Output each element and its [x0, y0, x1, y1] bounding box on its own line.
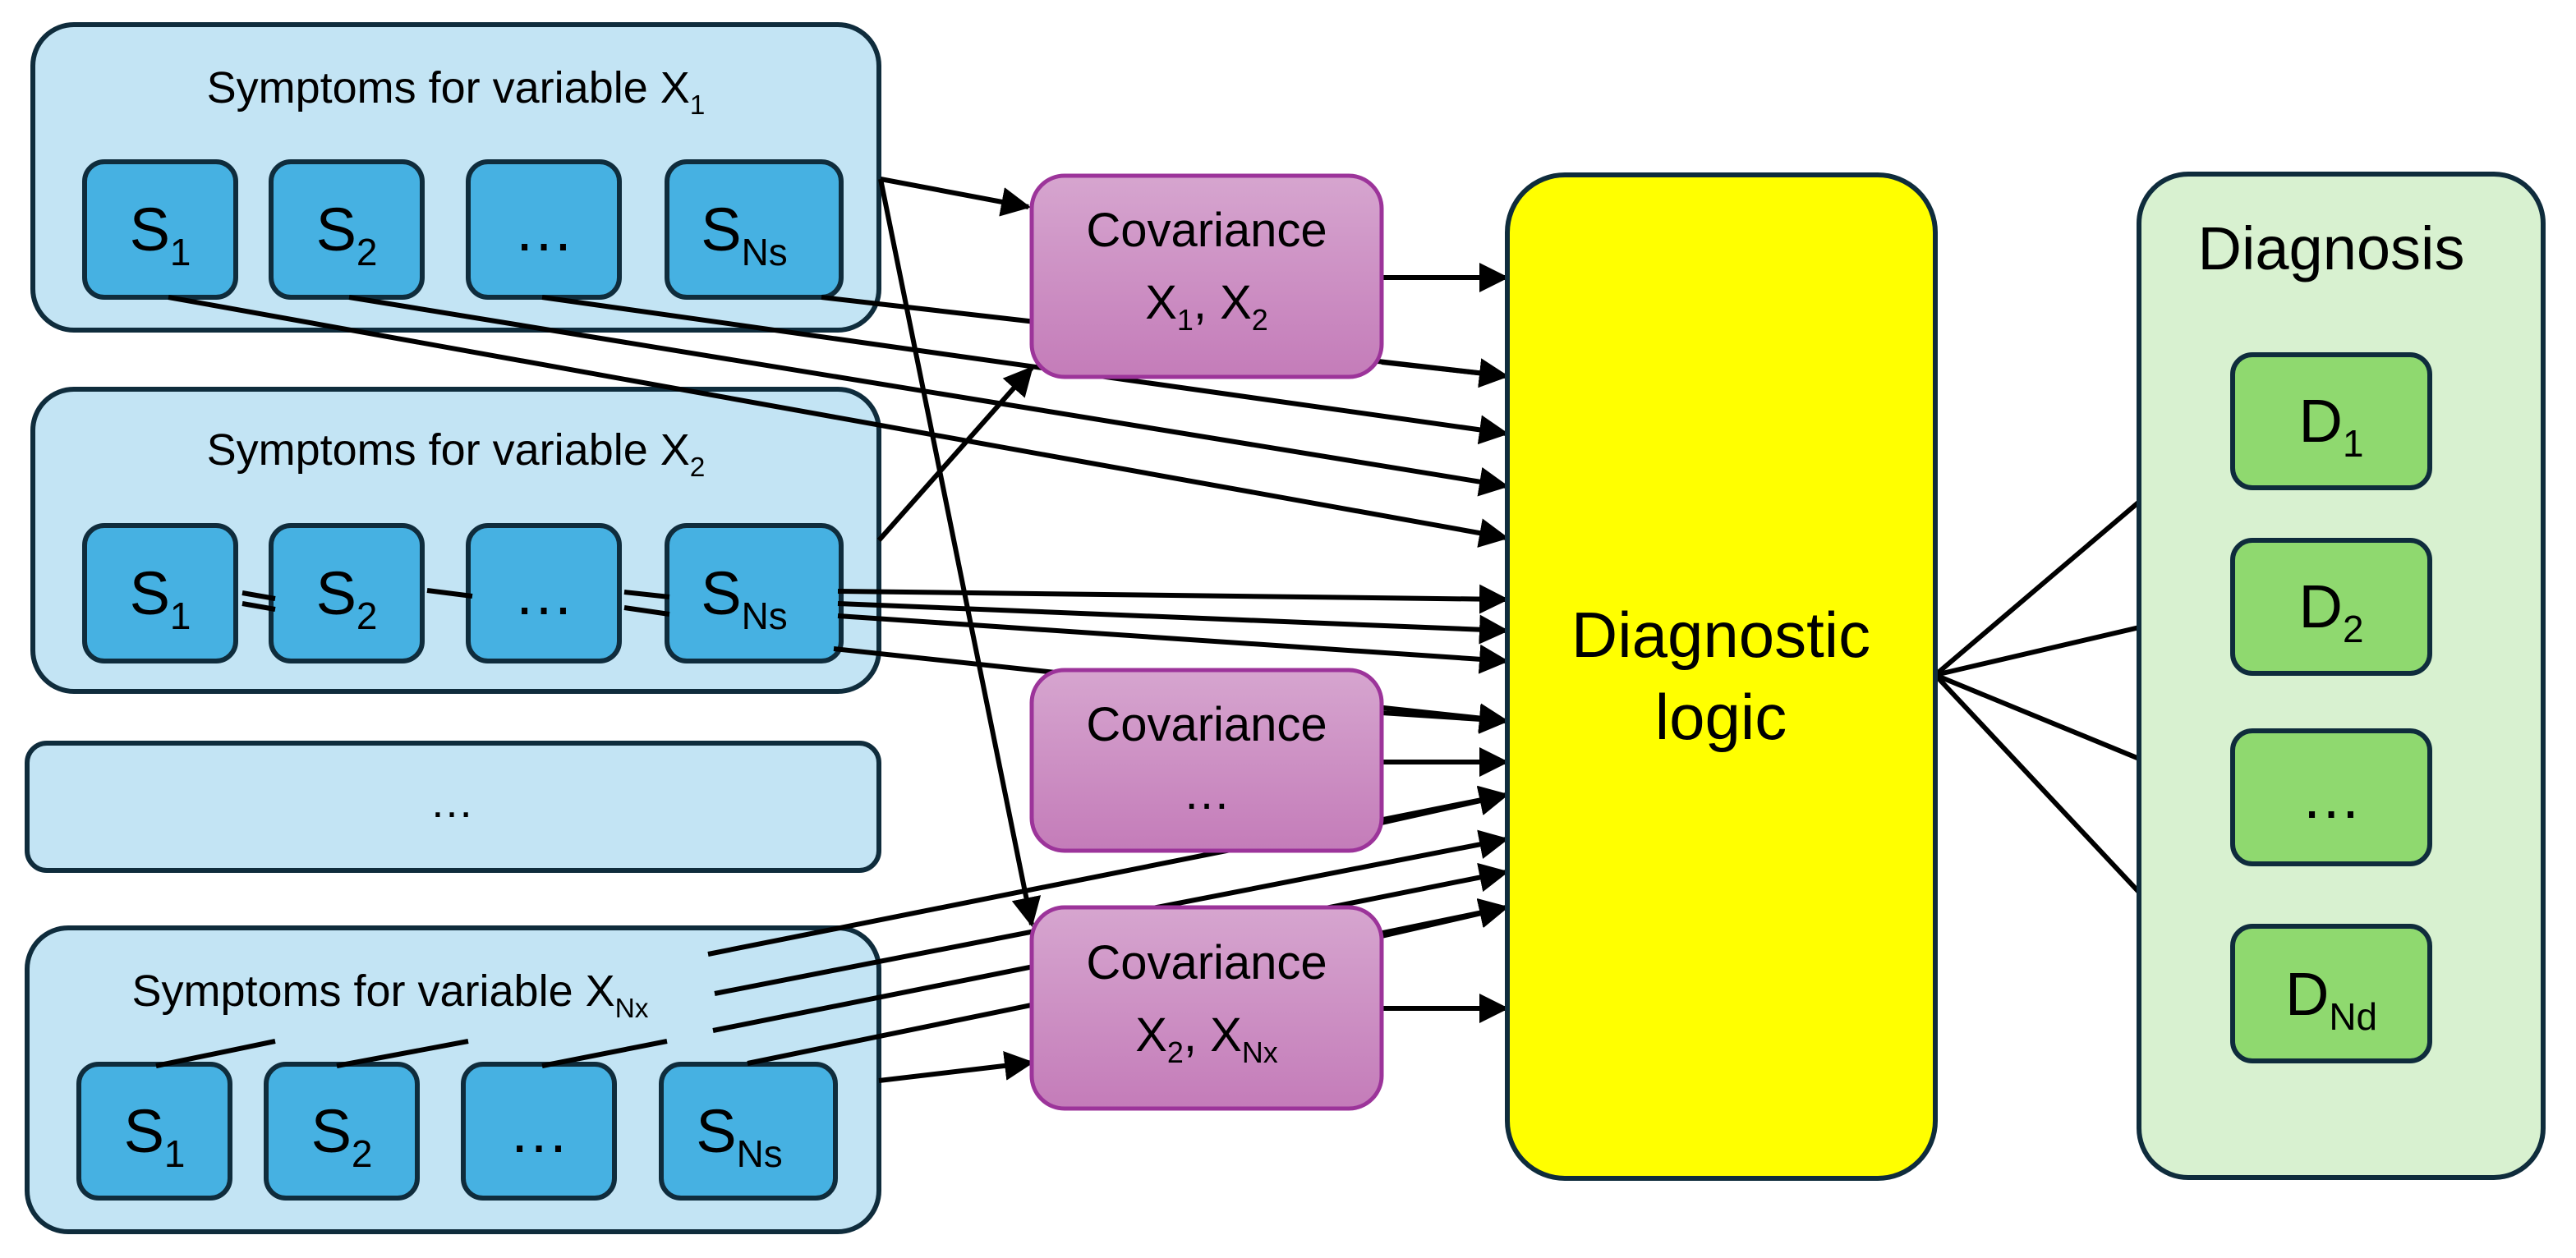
svg-text:logic: logic: [1655, 681, 1787, 753]
arrow-xnx-to-cov2nx: [878, 1051, 1034, 1083]
svg-text:SNs: SNs: [696, 1097, 782, 1175]
group-title-x1: Symptoms for variable X1: [207, 63, 706, 121]
symptom-group-xnx: Symptoms for variable XNx S1 S2 … SNs: [25, 925, 881, 1234]
svg-text:X1, X2: X1, X2: [1145, 276, 1268, 337]
diagnosis-title: Diagnosis: [2198, 214, 2465, 282]
diagnosis-box-ellipsis: …: [2230, 728, 2432, 866]
svg-text:DNd: DNd: [2285, 960, 2377, 1038]
svg-text:…: …: [513, 559, 574, 627]
symptom-box-xnx-sns: SNs: [659, 1062, 838, 1201]
symptom-box-x2-sns: SNs: [665, 523, 844, 663]
arrow-x1-s2-to-logic: [348, 295, 1509, 497]
line-x2-ellipsis-sns: [623, 590, 670, 599]
arrow-x2-to-cov12: [876, 365, 1034, 542]
svg-text:SNs: SNs: [701, 195, 787, 273]
covariance-box-x2-xnx: Covariance X2, XNx: [1029, 905, 1384, 1111]
symptom-box-x1-s2: S2: [269, 159, 425, 300]
arrow-x2-a-to-logic: [837, 584, 1509, 614]
svg-text:Diagnostic: Diagnostic: [1571, 599, 1870, 671]
group-title-xnx: Symptoms for variable XNx: [131, 966, 648, 1024]
symptom-box-x2-s2: S2: [269, 523, 425, 663]
arrow-x1-to-cov12: [880, 177, 1031, 217]
line-x2-ellipsis-sns-b: [623, 605, 670, 617]
group-title-x2: Symptoms for variable X2: [207, 425, 706, 483]
symptom-box-x1-ellipsis: …: [466, 159, 622, 300]
line-x2-s1-s2-b: [242, 601, 276, 612]
svg-text:S2: S2: [316, 195, 378, 273]
diagnosis-group: Diagnosis D1 D2 … DNd: [2137, 172, 2546, 1180]
arrow-x2-b-to-logic: [837, 601, 1509, 645]
arrow-cov-mid-to-logic-a: [1381, 704, 1509, 734]
line-xnx-s1-s2: [155, 1039, 276, 1068]
svg-text:…: …: [513, 195, 574, 264]
svg-text:Covariance: Covariance: [1086, 698, 1327, 751]
svg-text:S2: S2: [311, 1097, 373, 1175]
connection-arrows: [155, 177, 2233, 1083]
arrow-x1-ellipsis-to-logic: [541, 295, 1509, 445]
arrow-cov-mid-to-logic-c: [1381, 786, 1509, 825]
arrow-cov2nx-to-logic-a: [1381, 898, 1509, 939]
arrow-x1-s1-to-logic: [168, 295, 1509, 548]
symptom-box-x2-ellipsis: …: [466, 523, 622, 663]
svg-text:SNs: SNs: [701, 559, 787, 637]
arrow-x2-c-to-logic: [837, 613, 1509, 674]
line-x2-s2-ellipsis: [426, 588, 473, 599]
symptom-box-x1-s1: S1: [82, 159, 238, 300]
diagnosis-box-d1: D1: [2230, 352, 2432, 490]
svg-text:Covariance: Covariance: [1086, 936, 1327, 989]
svg-text:…: …: [430, 778, 474, 827]
svg-text:S2: S2: [316, 559, 378, 637]
symptom-box-xnx-s2: S2: [264, 1062, 420, 1201]
diagnostic-logic-box: Diagnostic logic: [1505, 172, 1938, 1181]
arrow-cov12-to-logic-b: [1381, 358, 1509, 388]
svg-text:…: …: [2301, 763, 2362, 831]
svg-text:D2: D2: [2299, 572, 2364, 650]
symptom-group-placeholder: …: [25, 741, 881, 873]
svg-text:X2, XNx: X2, XNx: [1135, 1008, 1278, 1069]
arrow-x1-to-cov2nx: [878, 178, 1042, 927]
covariance-box-x1-x2: Covariance X1, X2: [1029, 173, 1384, 379]
svg-text:…: …: [1183, 766, 1230, 820]
svg-text:S1: S1: [124, 1097, 186, 1175]
svg-text:D1: D1: [2299, 387, 2364, 465]
symptom-box-x1-sns: SNs: [665, 159, 844, 300]
svg-text:S1: S1: [130, 195, 191, 273]
symptom-box-xnx-ellipsis: …: [461, 1062, 617, 1201]
symptom-group-x1: Symptoms for variable X1 S1 S2 … SNs: [30, 22, 881, 333]
symptom-box-xnx-s1: S1: [76, 1062, 232, 1201]
svg-text:S1: S1: [130, 559, 191, 637]
diagnosis-box-d2: D2: [2230, 538, 2432, 676]
svg-text:Covariance: Covariance: [1086, 204, 1327, 257]
symptom-group-x2: Symptoms for variable X2 S1 S2 … SNs: [30, 387, 881, 694]
line-xnx-ellipsis-sns: [541, 1039, 668, 1068]
svg-text:…: …: [508, 1097, 569, 1165]
covariance-box-ellipsis: Covariance …: [1029, 668, 1384, 853]
line-x2-s1-s2: [242, 590, 276, 601]
diagnosis-box-dnd: DNd: [2230, 924, 2432, 1063]
symptom-box-x2-s1: S1: [82, 523, 238, 663]
line-xnx-s2-ellipsis: [336, 1039, 469, 1068]
